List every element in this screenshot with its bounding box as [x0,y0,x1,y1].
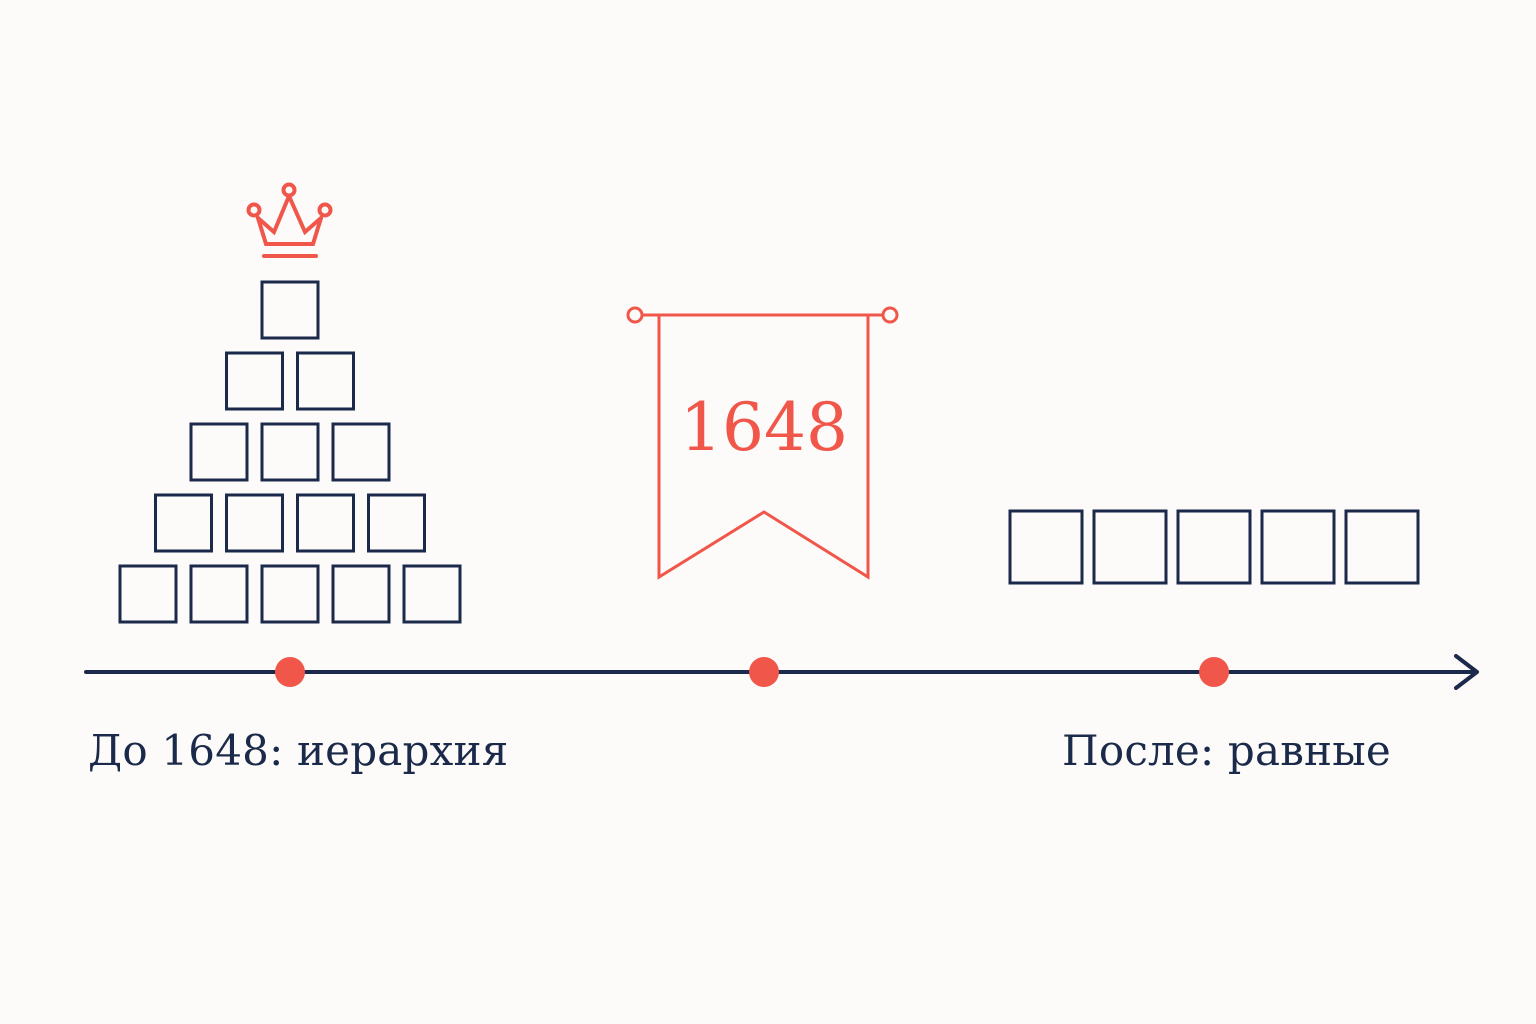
pyramid-square [154,493,213,553]
equal-square [1260,509,1336,585]
equal-square [1092,509,1168,585]
equal-square [1344,509,1420,585]
equal-row [1008,509,1420,585]
timeline-marker-1648 [749,657,779,687]
label-after: После: равные [1062,726,1391,775]
equal-square [1008,509,1084,585]
pyramid-square [189,564,249,624]
pyramid-square [331,422,391,482]
timeline [84,654,1479,690]
pyramid-square [225,351,284,411]
arrow-head-icon [1454,654,1479,690]
pyramid-square [260,280,320,340]
banner-year: 1648 [680,389,848,466]
pyramid-square [260,564,320,624]
equal-square [1176,509,1252,585]
timeline-marker-after [1199,657,1229,687]
crown-icon [246,182,333,258]
banner-icon [626,306,899,580]
pyramid-square [331,564,391,624]
pyramid-square [367,493,426,553]
timeline-marker-before [275,657,305,687]
pyramid-square [225,493,284,553]
pyramid-square [402,564,462,624]
pyramid-square [260,422,320,482]
pyramid-square [296,351,355,411]
pyramid-square [189,422,249,482]
pyramid-square [118,564,178,624]
hierarchy-pyramid [118,280,462,624]
label-before: До 1648: иерархия [88,726,509,775]
pyramid-square [296,493,355,553]
